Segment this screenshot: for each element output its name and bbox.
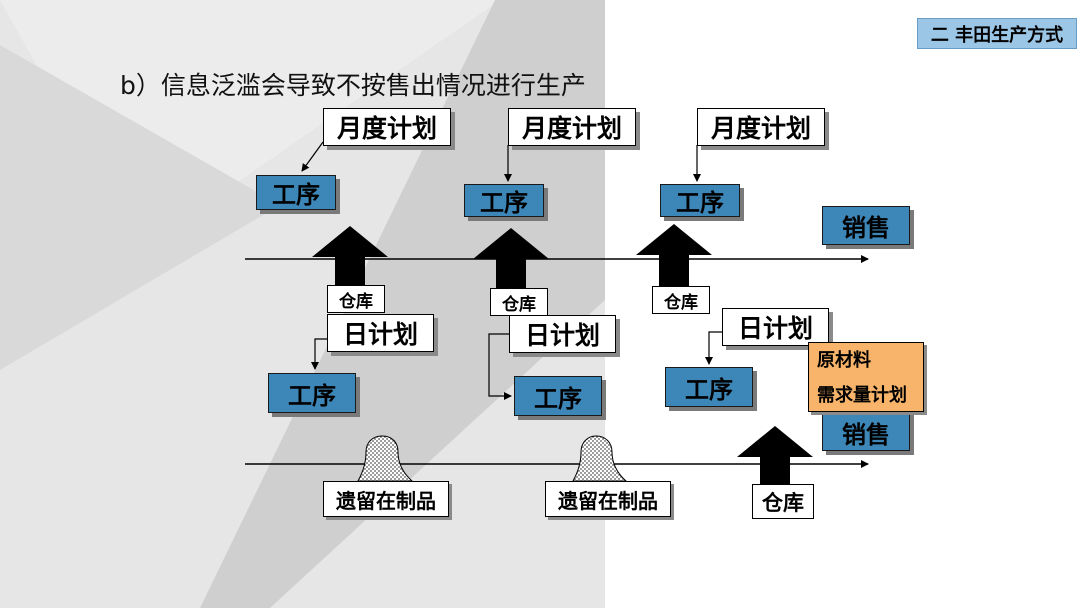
chapter-tag: 二 丰田生产方式 bbox=[917, 18, 1077, 49]
warehouse-box: 仓库 bbox=[752, 484, 814, 519]
material-plan-box: 原材料 需求量计划 bbox=[808, 342, 924, 412]
warehouse-box: 仓库 bbox=[327, 285, 385, 313]
monthly-plan-box: 月度计划 bbox=[323, 108, 451, 146]
process-box: 工序 bbox=[464, 184, 544, 217]
wip-pile bbox=[572, 435, 628, 482]
process-box: 工序 bbox=[256, 175, 336, 210]
sales-box: 销售 bbox=[822, 206, 910, 245]
process-box: 工序 bbox=[268, 373, 356, 413]
daily-plan-box: 日计划 bbox=[722, 308, 829, 346]
block-arrow-up bbox=[312, 226, 388, 288]
process-box: 工序 bbox=[514, 376, 602, 416]
material-plan-line: 需求量计划 bbox=[817, 385, 907, 406]
material-plan-line: 原材料 bbox=[817, 350, 871, 371]
plan-connector bbox=[705, 331, 722, 365]
plan-connector bbox=[311, 338, 327, 370]
wip-pile bbox=[357, 435, 414, 482]
warehouse-box: 仓库 bbox=[652, 286, 710, 314]
process-box: 工序 bbox=[660, 184, 740, 217]
process-box: 工序 bbox=[665, 367, 753, 407]
plan-connector bbox=[488, 333, 512, 400]
wip-label: 遗留在制品 bbox=[545, 481, 671, 517]
slide-heading: b）信息泛滥会导致不按售出情况进行生产 bbox=[120, 71, 586, 100]
monthly-plan-box: 月度计划 bbox=[697, 108, 825, 146]
block-arrow-up bbox=[473, 228, 549, 290]
sales-box: 销售 bbox=[822, 410, 910, 451]
monthly-plan-box: 月度计划 bbox=[508, 108, 636, 146]
plan-connector bbox=[301, 141, 324, 172]
block-arrow-up bbox=[636, 224, 712, 286]
daily-plan-box: 日计划 bbox=[327, 314, 434, 352]
wip-label: 遗留在制品 bbox=[323, 481, 449, 517]
warehouse-box: 仓库 bbox=[490, 288, 548, 316]
block-arrow-up bbox=[737, 426, 813, 490]
daily-plan-box: 日计划 bbox=[509, 315, 616, 353]
